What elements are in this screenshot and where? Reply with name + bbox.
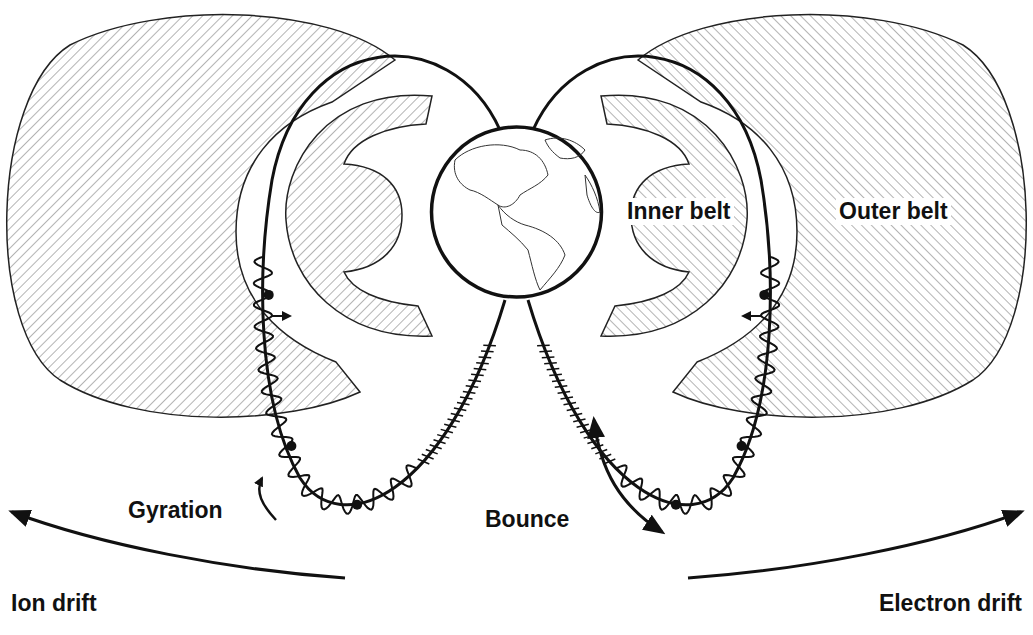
spiral-tick	[481, 350, 494, 352]
belt-half-mirror	[528, 15, 1026, 578]
earth	[432, 127, 602, 297]
spiral-tick	[476, 363, 489, 364]
gyration-wave	[254, 257, 417, 514]
spiral-tick	[426, 450, 438, 454]
spiral-tick	[460, 397, 473, 399]
belt-label: Inner belt	[624, 198, 734, 225]
spiral-tick	[468, 380, 481, 382]
spiral-tick	[448, 419, 460, 422]
spiral-tick	[430, 445, 442, 449]
particle	[352, 500, 362, 510]
spiral-tick	[434, 440, 446, 444]
drift-label: Electron drift	[876, 590, 1025, 617]
spiral-tick	[454, 408, 466, 410]
bounce-arrow	[594, 420, 662, 532]
motion-label: Bounce	[482, 506, 572, 533]
particle	[286, 441, 296, 451]
inner-belt	[286, 95, 432, 336]
gyration-arrow	[259, 478, 276, 520]
belt-label: Outer belt	[836, 198, 951, 225]
spiral-tick	[437, 435, 449, 439]
spiral-tick	[444, 424, 456, 427]
spiral-tick	[422, 454, 434, 459]
gyration-path	[254, 257, 496, 514]
spiral-tick	[479, 356, 492, 358]
spiral-tick	[466, 386, 479, 388]
spiral-tick	[474, 369, 487, 370]
continents	[454, 138, 600, 290]
belt-half	[7, 15, 505, 578]
drift-label: Ion drift	[8, 590, 100, 617]
particle	[264, 290, 274, 300]
motion-label: Gyration	[125, 497, 226, 524]
spiral-tick	[483, 344, 496, 346]
spiral-tick	[463, 391, 476, 393]
spiral-tick	[418, 459, 430, 464]
spiral-tick	[441, 429, 453, 432]
spiral-tick	[457, 403, 470, 405]
small-arrow	[272, 315, 290, 317]
spiral-tick	[471, 374, 484, 375]
spiral-tick	[451, 414, 463, 417]
